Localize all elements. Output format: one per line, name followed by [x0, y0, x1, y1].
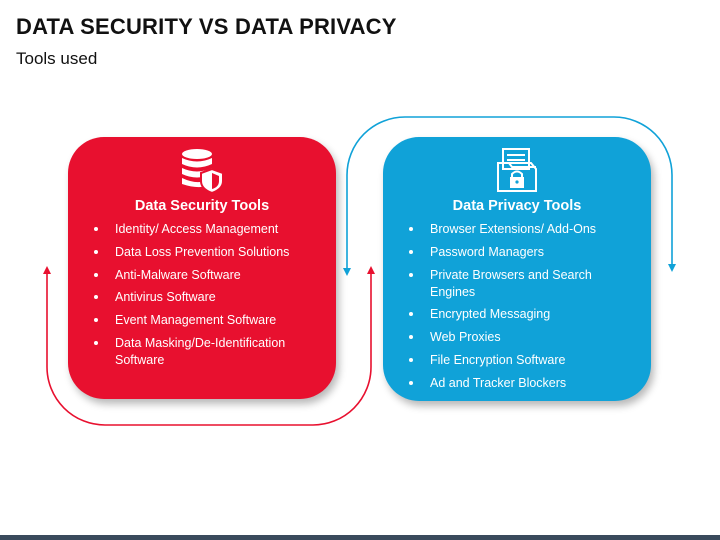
privacy-card-title: Data Privacy Tools [452, 198, 582, 214]
list-item: Identity/ Access Management [94, 221, 322, 238]
privacy-tools-list: Browser Extensions/ Add-Ons Password Man… [409, 221, 637, 398]
list-item: Web Proxies [409, 329, 637, 346]
page-subtitle: Tools used [16, 49, 98, 68]
list-item: Browser Extensions/ Add-Ons [409, 221, 637, 238]
data-privacy-card: Data Privacy Tools Browser Extensions/ A… [383, 137, 651, 401]
red-arrowhead-right [367, 266, 375, 274]
page-title: DATA SECURITY VS DATA PRIVACY [16, 14, 397, 39]
list-item: Anti-Malware Software [94, 267, 322, 284]
blue-arrowhead-right [668, 264, 676, 272]
blue-arrowhead-left [343, 268, 351, 276]
security-card-title: Data Security Tools [134, 198, 270, 214]
list-item: Password Managers [409, 244, 637, 261]
list-item: Ad and Tracker Blockers [409, 375, 637, 392]
list-item: Event Management Software [94, 312, 322, 329]
list-item: Data Loss Prevention Solutions [94, 244, 322, 261]
list-item: Private Browsers and Search Engines [409, 267, 637, 301]
list-item: File Encryption Software [409, 352, 637, 369]
document-lock-icon [497, 148, 537, 192]
data-security-card: Data Security Tools Identity/ Access Man… [68, 137, 336, 399]
database-shield-icon [182, 149, 224, 193]
list-item: Data Masking/De-Identification Software [94, 335, 322, 369]
red-arrowhead-left [43, 266, 51, 274]
blue-connector-line [346, 116, 673, 270]
security-tools-list: Identity/ Access Management Data Loss Pr… [94, 221, 322, 375]
list-item: Antivirus Software [94, 289, 322, 306]
red-connector-line [46, 272, 372, 426]
list-item: Encrypted Messaging [409, 306, 637, 323]
bottom-bar [0, 535, 720, 540]
